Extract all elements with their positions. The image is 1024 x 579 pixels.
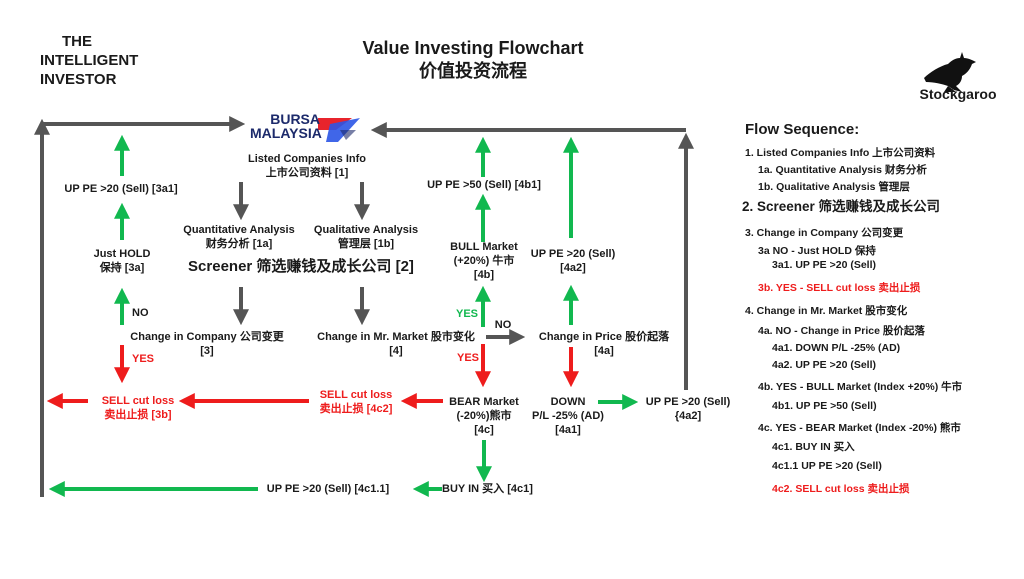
flow-item: 4. Change in Mr. Market 股市变化	[745, 305, 908, 317]
flow-item: 4b. YES - BULL Market (Index +20%) 牛市	[758, 381, 963, 393]
flow-item: 3b. YES - SELL cut loss 卖出止损	[758, 282, 921, 294]
bursa-logo-text: BURSA MALAYSIA	[250, 111, 322, 141]
flow-item: 4c1. BUY IN 买入	[772, 441, 855, 453]
flow-item: 1a. Quantitative Analysis 财务分析	[758, 164, 927, 176]
node-up-pe-4a2-right: UP PE >20 (Sell) {4a2]	[645, 396, 731, 422]
node-listed-companies: Listed Companies Info 上市公司资料 [1]	[248, 153, 366, 179]
flow-item: 4c. YES - BEAR Market (Index -20%) 熊市	[758, 422, 961, 434]
flow-item: 1b. Qualitative Analysis 管理层	[758, 181, 910, 193]
flow-item: 4c2. SELL cut loss 卖出止损	[772, 483, 910, 495]
node-sell-3b: SELL cut loss 卖出止损 [3b]	[101, 395, 175, 421]
flow-item: 4a2. UP PE >20 (Sell)	[772, 359, 876, 371]
node-bear-market: BEAR Market (-20%)熊市 [4c]	[449, 396, 519, 436]
flow-item: 1. Listed Companies Info 上市公司资料	[745, 147, 936, 159]
flow-item: 4a. NO - Change in Price 股价起落	[758, 325, 925, 337]
edge-label-bear-yes: YES	[456, 352, 479, 364]
kangaroo-icon	[924, 52, 976, 92]
node-just-hold: Just HOLD 保持 [3a]	[93, 248, 151, 274]
flow-sequence-panel: Flow Sequence: 1. Listed Companies Info …	[742, 120, 1015, 496]
flow-sequence-heading: Flow Sequence:	[745, 121, 860, 138]
node-bull-market: BULL Market (+20%) 牛市 [4b]	[450, 241, 518, 281]
arrow-left-loop-to-bursa	[34, 116, 246, 497]
flow-item: 4b1. UP PE >50 (Sell)	[772, 400, 877, 412]
node-change-market: Change in Mr. Market 股市变化 [4]	[317, 331, 475, 357]
flow-item: 3a NO - Just HOLD 保持	[758, 245, 876, 257]
bursa-logo-mark	[318, 118, 360, 142]
edge-label-company-yes: YES	[132, 353, 155, 365]
flow-item: 3a1. UP PE >20 (Sell)	[772, 259, 876, 271]
brand-name: Stockgaroo	[919, 86, 997, 102]
node-quantitative: Quantitative Analysis 财务分析 [1a]	[183, 224, 295, 250]
node-up-pe-4a2-top: UP PE >20 (Sell) [4a2]	[530, 248, 616, 274]
node-up-pe-4b1: UP PE >50 (Sell) [4b1]	[427, 179, 541, 191]
edge-label-market-no: NO	[494, 319, 512, 331]
node-change-company: Change in Company 公司变更 [3]	[130, 331, 284, 357]
page-title: Value Investing Flowchart 价值投资流程	[362, 38, 584, 81]
edge-label-company-no: NO	[132, 307, 149, 319]
node-up-pe-4c11: UP PE >20 (Sell) [4c1.1]	[266, 483, 390, 495]
node-up-pe-3a1: UP PE >20 (Sell) [3a1]	[64, 183, 178, 195]
flow-item: 2. Screener 筛选赚钱及成长公司	[742, 199, 941, 214]
node-qualitative: Qualitative Analysis 管理层 [1b]	[313, 224, 419, 250]
flow-item: 4c1.1 UP PE >20 (Sell)	[772, 460, 882, 472]
book-title: THE INTELLIGENT INVESTOR	[40, 33, 139, 88]
flow-item: 3. Change in Company 公司变更	[745, 227, 904, 239]
node-buy-in: BUY IN 买入 [4c1]	[442, 483, 533, 495]
arrow-right-loop-to-bursa	[370, 122, 694, 390]
node-change-price: Change in Price 股价起落 [4a]	[538, 331, 670, 357]
node-down-4a1: DOWN P/L -25% (AD) [4a1]	[532, 396, 604, 436]
edge-label-bull-yes: YES	[455, 308, 478, 320]
node-screener: Screener 筛选赚钱及成长公司 [2]	[188, 258, 414, 275]
flow-item: 4a1. DOWN P/L -25% (AD)	[772, 342, 901, 354]
node-sell-4c2: SELL cut loss 卖出止损 [4c2]	[319, 389, 393, 415]
